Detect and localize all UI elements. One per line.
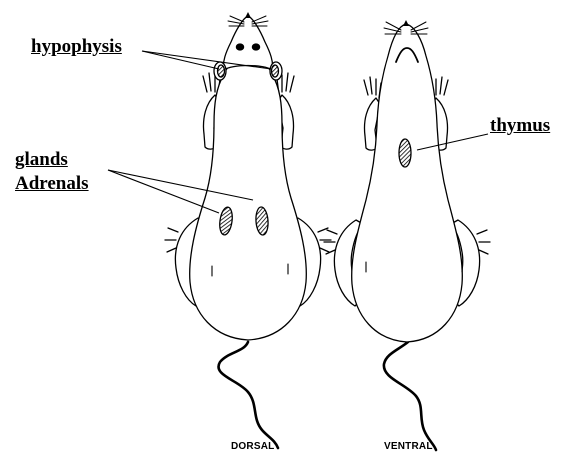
dorsal-rat-nose	[245, 12, 251, 18]
ventral-rat	[324, 20, 490, 450]
dorsal-rat-left-hindpaw	[165, 228, 178, 252]
ventral-rat-right-hindpaw	[477, 230, 490, 254]
dorsal-caption: DORSAL	[231, 441, 274, 452]
glands-pointer-left	[108, 170, 219, 213]
dorsal-rat-head	[223, 16, 272, 70]
ventral-rat-nose	[403, 20, 409, 26]
ventral-rat-body	[352, 24, 463, 342]
ventral-rat-tail	[384, 342, 436, 450]
dorsal-rat-hypophysis-right	[272, 65, 279, 77]
glands-label: glands	[15, 149, 68, 171]
thymus-label: thymus	[490, 115, 550, 137]
ventral-caption: VENTRAL	[384, 441, 433, 452]
dorsal-rat-right-eye	[252, 44, 259, 50]
dorsal-rat-hypophysis-left	[218, 65, 225, 77]
dorsal-rat	[165, 12, 331, 448]
ventral-rat-left-forepaw	[364, 77, 381, 98]
dorsal-rat-tail	[218, 342, 278, 448]
dorsal-rat-right-hindpaw	[318, 228, 331, 252]
hypophysis-label: hypophysis	[31, 36, 122, 58]
dorsal-rat-left-eye	[236, 44, 243, 50]
adrenals-label: Adrenals	[15, 173, 89, 195]
ventral-rat-thymus	[399, 139, 411, 167]
